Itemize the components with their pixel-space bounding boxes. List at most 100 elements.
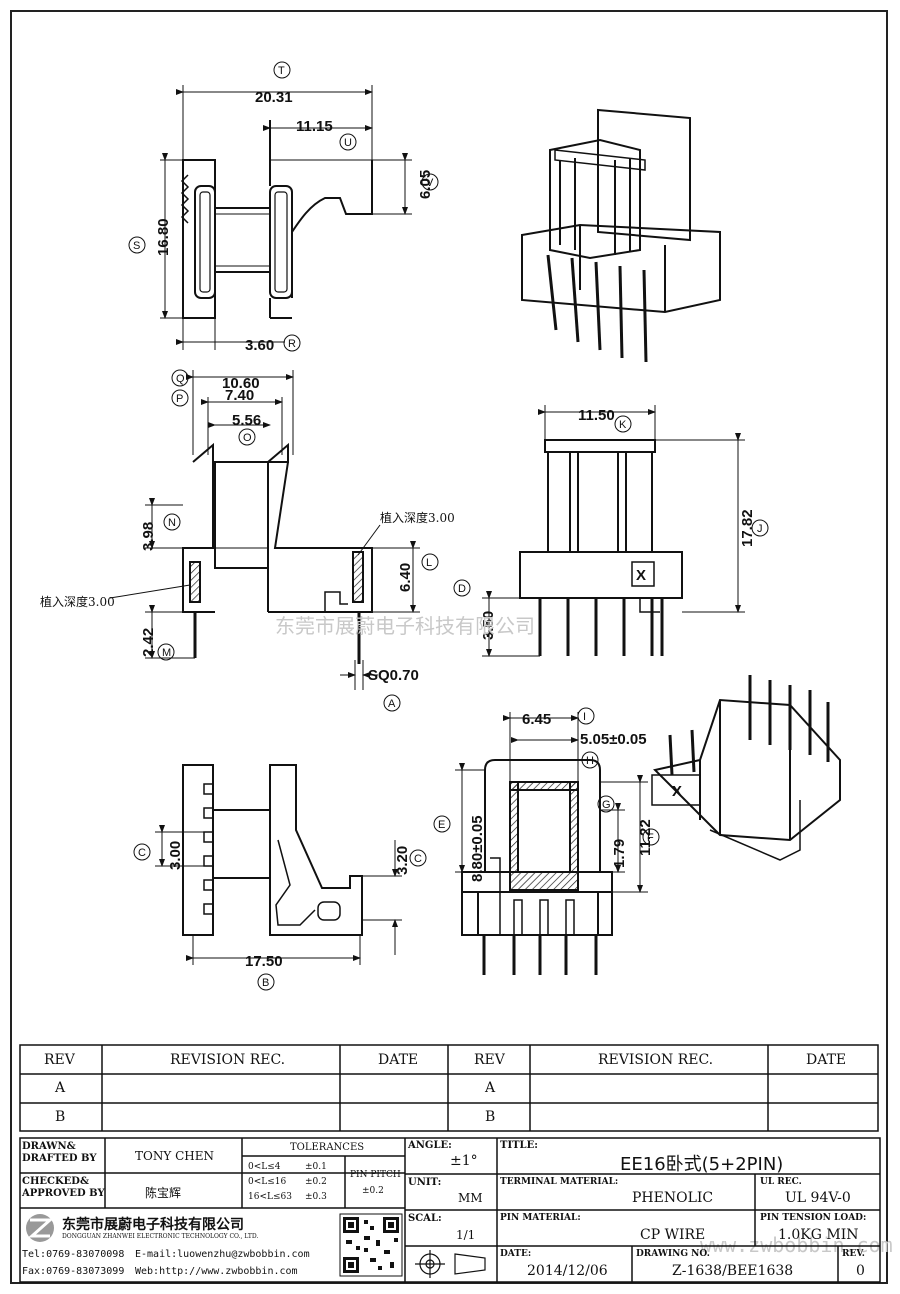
svg-text:C: C (414, 853, 422, 865)
tol-value-2: ±0.2 (305, 1177, 327, 1187)
svg-text:F: F (647, 832, 654, 844)
front-view-dimensions (109, 369, 439, 712)
tol-value-3: ±0.3 (305, 1192, 327, 1202)
svg-text:J: J (757, 523, 763, 535)
revision-rec-header-1: REVISION REC. (170, 1052, 286, 1068)
rev-header-2: REV (474, 1052, 505, 1068)
dim-r: 3.60 (245, 337, 274, 354)
svg-text:U: U (344, 137, 352, 149)
tol-value-1: ±0.1 (305, 1162, 327, 1172)
pin-tension-label: PIN TENSION LOAD: (760, 1213, 867, 1223)
company-name-en: DONGGUAN ZHANWEI ELECTRONIC TECHNOLOGY C… (62, 1233, 259, 1240)
checked-value: 陈宝辉 (145, 1186, 182, 1200)
dim-b: 17.50 (245, 953, 283, 970)
dim-p: 7.40 (225, 387, 254, 404)
company-web: Web:http://www.zwbobbin.com (135, 1266, 298, 1277)
dim-o: 5.56 (232, 412, 261, 429)
svg-text:E: E (438, 819, 445, 831)
side-view-dimensions (453, 405, 769, 657)
date-label: DATE: (500, 1249, 532, 1259)
pin-pitch-value: ±0.2 (362, 1186, 384, 1196)
date-header-1: DATE (378, 1052, 419, 1068)
terminal-material-value: PHENOLIC (632, 1190, 714, 1206)
unit-value: MM (458, 1191, 483, 1205)
svg-text:O: O (243, 432, 252, 444)
checked-label: CHECKED& APPROVED BY (22, 1176, 105, 1199)
section-view-dimensions (433, 707, 660, 893)
dim-v: 6.05 (417, 170, 434, 199)
side-view (519, 439, 683, 656)
svg-text:K: K (619, 419, 627, 431)
svg-text:B: B (262, 977, 269, 989)
pin-material-label: PIN MATERIAL: (500, 1213, 581, 1223)
qr-code (339, 1213, 403, 1277)
svg-text:A: A (388, 698, 396, 710)
company-name-cn: 东莞市展蔚电子科技有限公司 (62, 1217, 244, 1233)
dim-f: 11.22 (637, 819, 654, 856)
company-email: E-mail:luowenzhu@zwbobbin.com (135, 1249, 310, 1260)
rev-header-1: REV (44, 1052, 75, 1068)
watermark-url: www.zwbobbin.com (700, 1233, 893, 1257)
rev-row-b-right: B (485, 1109, 496, 1125)
dim-q: 10.60 (222, 375, 260, 392)
scale-value: 1/1 (456, 1228, 476, 1242)
svg-text:C: C (138, 847, 146, 859)
drawn-label: DRAWN& DRAFTED BY (22, 1141, 97, 1164)
title-value: EE16卧式(5+2PIN) (620, 1154, 784, 1175)
svg-text:Q: Q (176, 373, 185, 385)
ul-rec-label: UL REC. (760, 1177, 802, 1187)
svg-text:V: V (426, 177, 434, 189)
dim-t: 20.31 (255, 89, 293, 106)
pin-material-value: CP WIRE (640, 1227, 706, 1243)
date-value: 2014/12/06 (527, 1263, 608, 1279)
svg-text:R: R (288, 338, 296, 350)
revision-rec-header-2: REVISION REC. (598, 1052, 714, 1068)
dim-h: 5.05±0.05 (580, 731, 647, 748)
scale-label: SCAL: (408, 1213, 442, 1224)
pin-pitch-label: PIN PITCH (350, 1170, 401, 1180)
dim-k: 11.50 (578, 407, 615, 424)
dim-j: 17.82 (739, 509, 756, 547)
iso-view-top (521, 108, 721, 363)
svg-text:N: N (168, 517, 176, 529)
dim-i: 6.45 (522, 711, 551, 728)
tol-range-2: 0<L≤16 (248, 1177, 287, 1187)
bottom-view-dimensions (133, 825, 427, 991)
top-view (180, 120, 373, 319)
insert-depth-note-left: 植入深度3.00 (40, 594, 115, 609)
dim-c2: 3.20 (394, 846, 411, 875)
svg-text:S: S (133, 240, 140, 252)
dim-s: 16.80 (155, 218, 172, 256)
ul-rec-value: UL 94V-0 (785, 1190, 851, 1206)
pin-tension-value: 1.0KG MIN (778, 1227, 859, 1243)
svg-text:D: D (458, 583, 466, 595)
watermark-cn: 东莞市展蔚电子科技有限公司 (275, 614, 535, 638)
svg-text:L: L (426, 557, 432, 569)
rev-label: REV. (842, 1249, 865, 1259)
dim-m: 2.42 (140, 628, 157, 657)
tolerances-label: TOLERANCES (290, 1142, 365, 1153)
company-tel: Tel:0769-83070098 (22, 1249, 125, 1260)
revision-table (19, 1044, 879, 1132)
insert-depth-note-right: 植入深度3.00 (380, 510, 455, 525)
dim-u: 11.15 (296, 118, 333, 135)
svg-text:P: P (176, 393, 183, 405)
dim-g: 1.79 (611, 839, 628, 868)
svg-text:M: M (162, 647, 171, 659)
title-block-grid (19, 1137, 881, 1283)
tol-range-3: 16<L≤63 (248, 1192, 292, 1202)
rev-value: 0 (856, 1263, 865, 1279)
drawing-no-value: Z-1638/BEE1638 (672, 1263, 794, 1279)
rev-row-a-right: A (485, 1080, 496, 1096)
bottom-view (182, 764, 363, 936)
dim-e: 8.80±0.05 (469, 815, 486, 882)
tol-range-1: 0<L≤4 (248, 1162, 281, 1172)
terminal-material-label: TERMINAL MATERIAL: (500, 1177, 619, 1187)
dim-n: 3.98 (140, 522, 157, 551)
company-fax: Fax:0769-83073099 (22, 1266, 125, 1277)
angle-value: ±1° (450, 1153, 478, 1169)
unit-label: UNIT: (408, 1177, 442, 1188)
top-view-dimensions (128, 61, 439, 352)
rev-row-b-left: B (55, 1109, 66, 1125)
